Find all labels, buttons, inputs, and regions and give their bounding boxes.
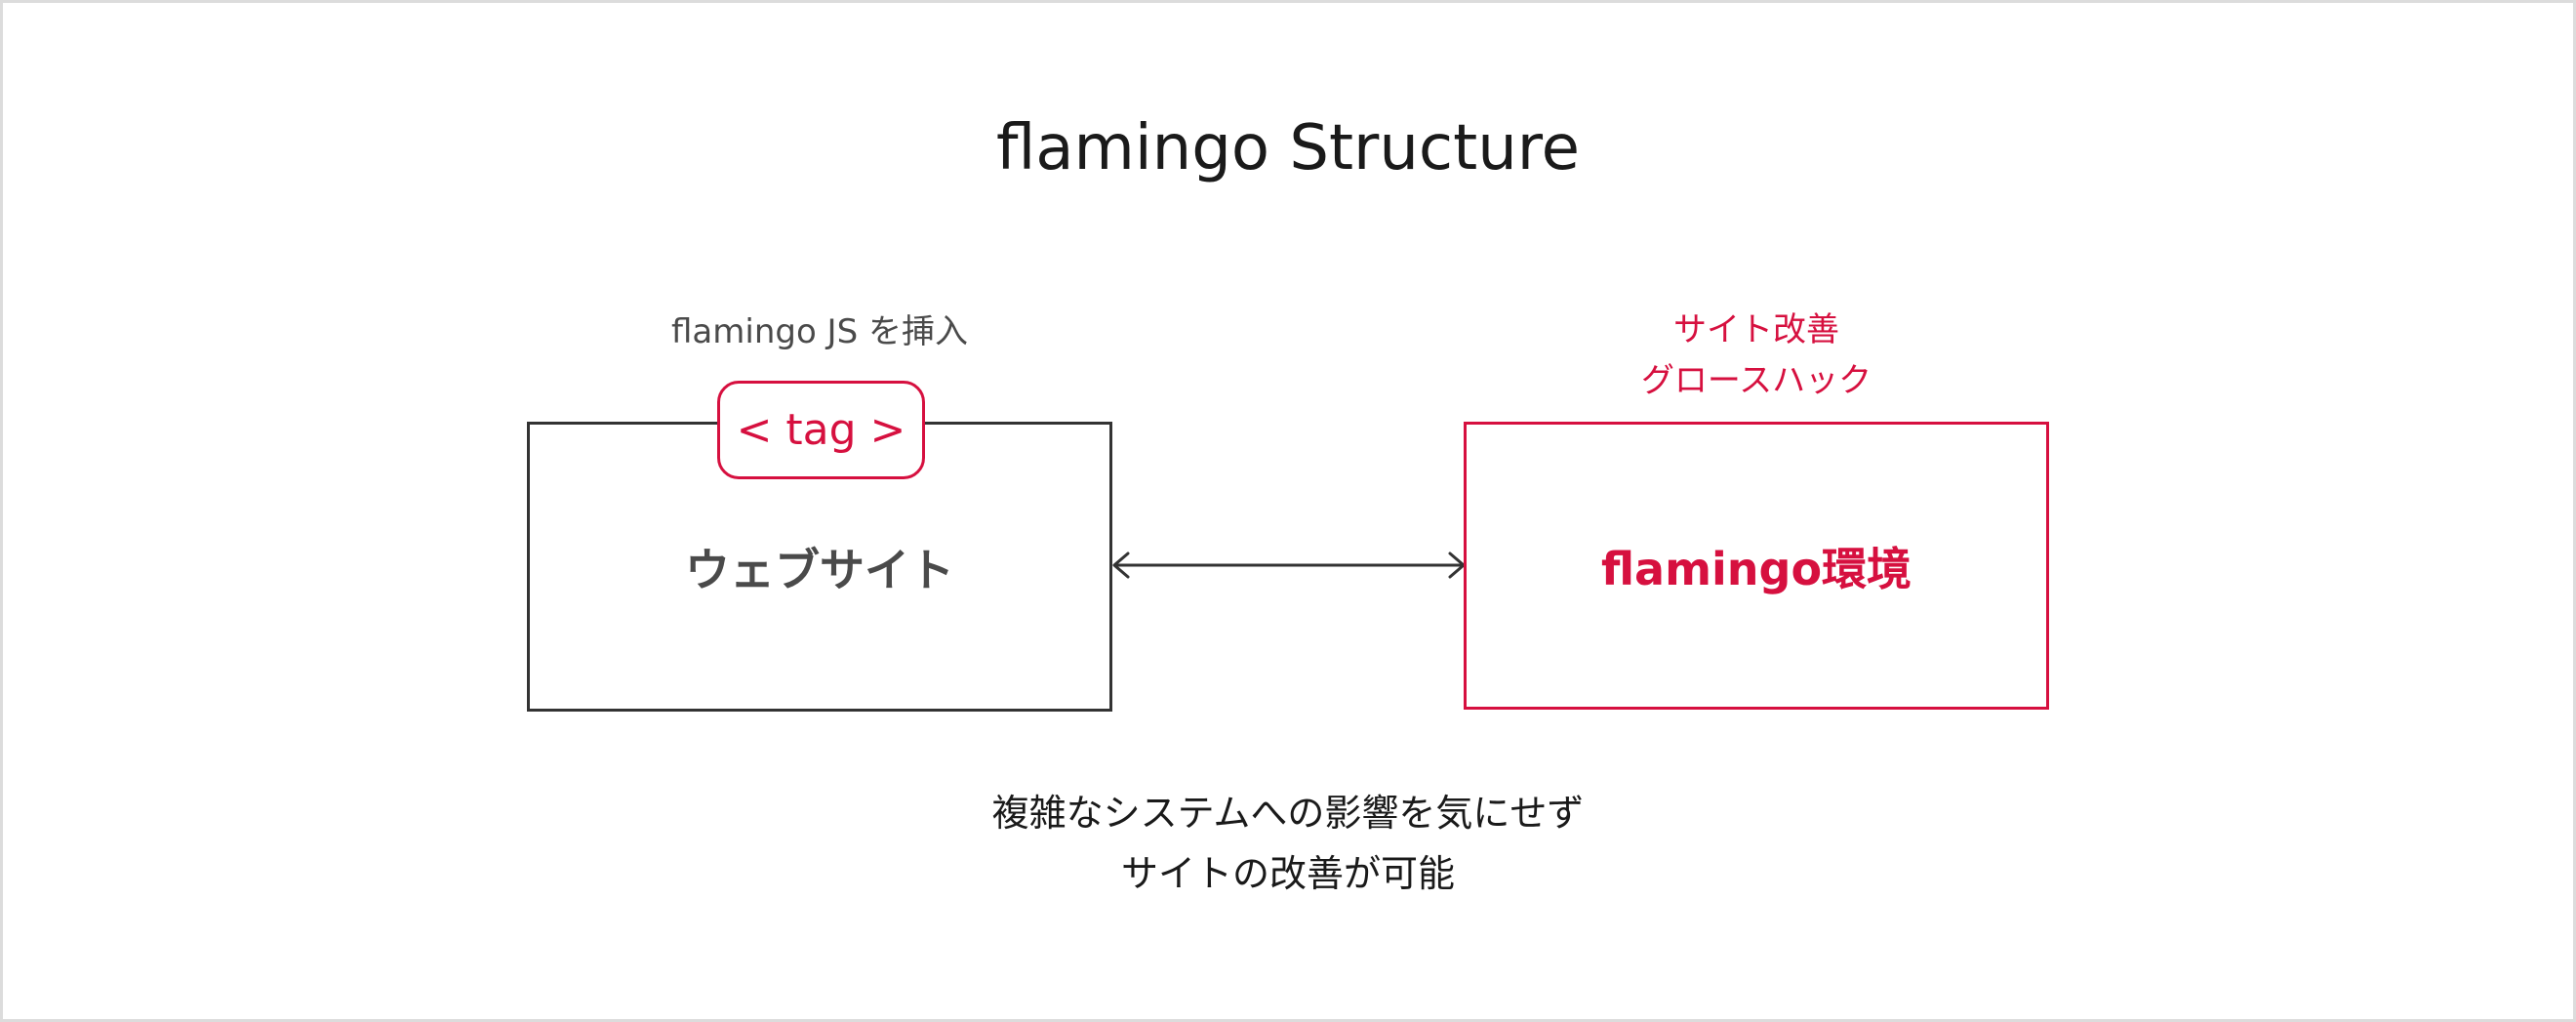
flamingo-caption-line2: グロースハック: [1640, 361, 1872, 400]
flamingo-environment-label: flamingo環境: [1600, 542, 1912, 595]
website-box: ウェブサイト: [527, 422, 1112, 712]
diagram-title: flamingo Structure: [995, 112, 1581, 184]
footer-line2: サイトの改善が可能: [1120, 852, 1455, 895]
website-box-label: ウェブサイト: [685, 543, 954, 596]
flamingo-environment-box: flamingo環境: [1464, 422, 2049, 710]
bidirectional-arrow-icon: [1112, 552, 1466, 579]
footer-line1: 複雑なシステムへの影響を気にせず: [991, 792, 1585, 835]
footer-text: 複雑なシステムへの影響を気にせず サイトの改善が可能: [0, 783, 2576, 904]
flamingo-caption-line1: サイト改善: [1673, 310, 1839, 349]
website-caption: flamingo JS を挿入: [671, 312, 968, 351]
tag-badge-label: < tag >: [736, 405, 906, 455]
flamingo-caption: サイト改善 グロースハック: [1464, 305, 2049, 406]
tag-badge: < tag >: [717, 381, 925, 479]
